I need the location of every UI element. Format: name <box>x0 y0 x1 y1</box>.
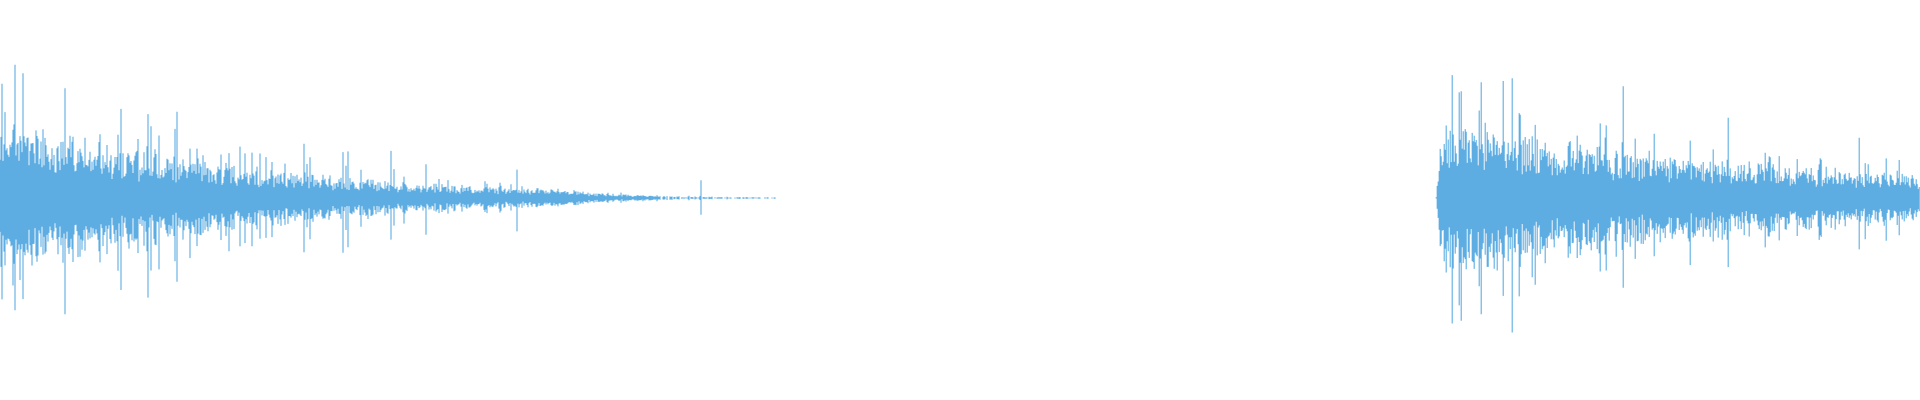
waveform-bars <box>0 64 1920 333</box>
waveform-path <box>0 64 1920 333</box>
